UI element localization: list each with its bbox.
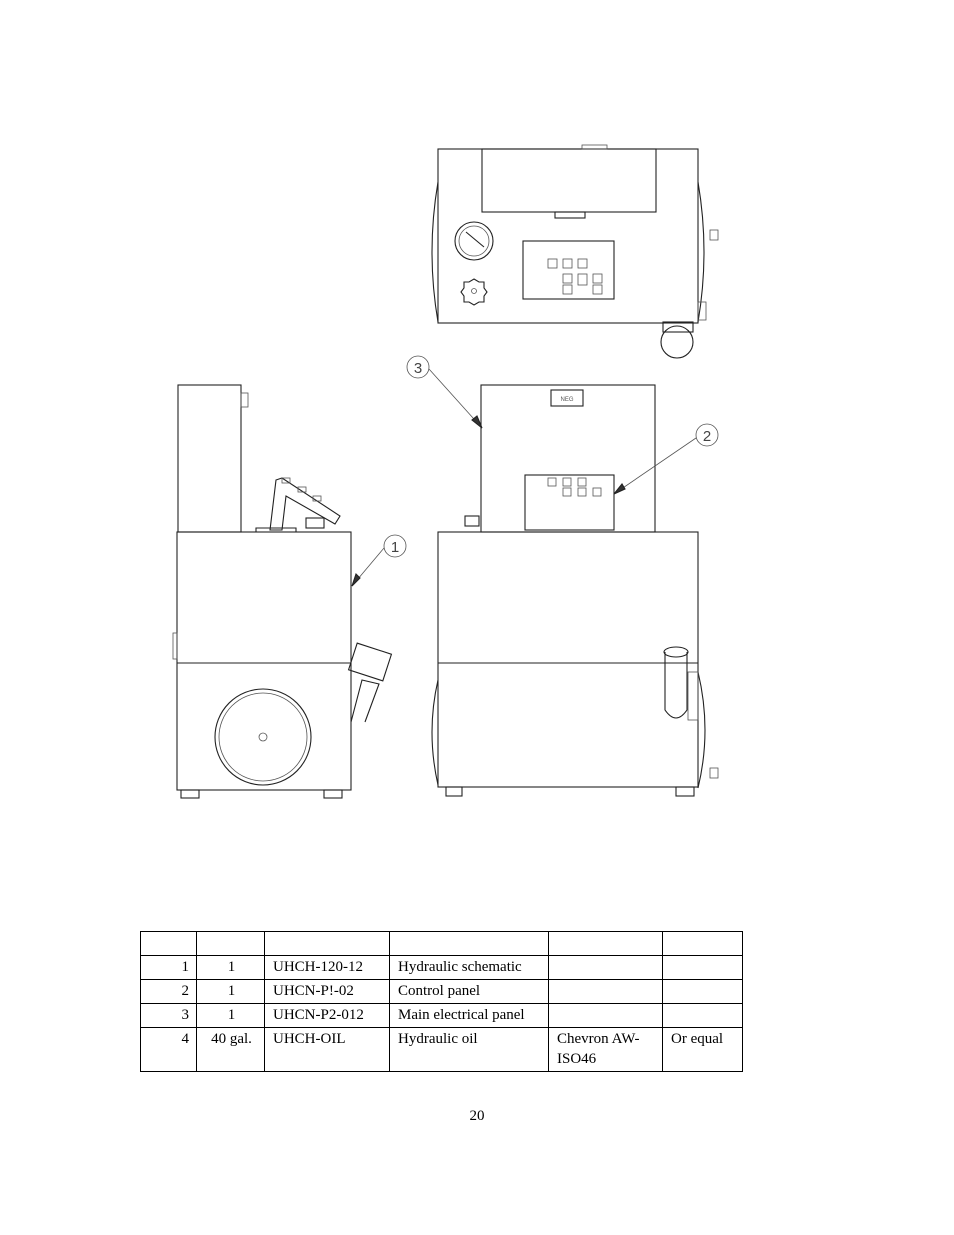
table-header-cell xyxy=(264,931,390,956)
filter-icon xyxy=(663,646,699,721)
note-cell xyxy=(662,955,743,980)
table-header-cell xyxy=(548,931,663,956)
description-cell: Main electrical panel xyxy=(389,1003,549,1028)
side-view xyxy=(172,384,393,799)
table-header-cell xyxy=(140,931,197,956)
table-header-row xyxy=(140,931,743,956)
description-cell: Hydraulic oil xyxy=(389,1027,549,1072)
callout-3: 3 xyxy=(406,355,483,429)
callout-1: 1 xyxy=(351,534,407,587)
table-row: 4 40 gal. UHCH-OIL Hydraulic oil Chevron… xyxy=(140,1027,743,1072)
qty-cell: 1 xyxy=(196,979,265,1004)
part-no-cell: UHCH-120-12 xyxy=(264,955,390,980)
table-header-cell xyxy=(389,931,549,956)
callout-2-label: 2 xyxy=(703,428,711,445)
note-cell: Or equal xyxy=(662,1027,743,1072)
pressure-gauge-icon xyxy=(454,221,494,261)
technical-drawing: NEG 1 2 xyxy=(172,144,719,799)
item-cell: 2 xyxy=(140,979,197,1004)
table-header-cell xyxy=(196,931,265,956)
qty-cell: 1 xyxy=(196,1003,265,1028)
callout-1-label: 1 xyxy=(391,539,399,556)
control-panel-top xyxy=(522,240,615,300)
part-no-cell: UHCN-P!-02 xyxy=(264,979,390,1004)
note-cell xyxy=(662,979,743,1004)
item-cell: 4 xyxy=(140,1027,197,1072)
parts-table: 1 1 UHCH-120-12 Hydraulic schematic 2 1 … xyxy=(140,931,743,1072)
table-row: 3 1 UHCN-P2-012 Main electrical panel xyxy=(140,1003,743,1028)
manufacturer-cell xyxy=(548,955,663,980)
manufacturer-cell xyxy=(548,1003,663,1028)
item-cell: 1 xyxy=(140,955,197,980)
description-cell: Control panel xyxy=(389,979,549,1004)
page-number: 20 xyxy=(469,1108,485,1124)
valve-knob-icon xyxy=(460,278,488,306)
table-row: 1 1 UHCH-120-12 Hydraulic schematic xyxy=(140,955,743,980)
qty-cell: 1 xyxy=(196,955,265,980)
note-cell xyxy=(662,1003,743,1028)
manufacturer-cell: Chevron AW-ISO46 xyxy=(548,1027,663,1072)
callout-2: 2 xyxy=(613,423,719,495)
callout-3-label: 3 xyxy=(414,360,422,377)
part-no-cell: UHCN-P2-012 xyxy=(264,1003,390,1028)
drawing-svg: NEG 1 2 xyxy=(172,144,719,799)
qty-cell: 40 gal. xyxy=(196,1027,265,1072)
description-cell: Hydraulic schematic xyxy=(389,955,549,980)
gauge-label: NEG xyxy=(560,397,573,403)
item-cell: 3 xyxy=(140,1003,197,1028)
front-view: NEG xyxy=(431,384,719,797)
table-row: 2 1 UHCN-P!-02 Control panel xyxy=(140,979,743,1004)
manufacturer-cell xyxy=(548,979,663,1004)
part-no-cell: UHCH-OIL xyxy=(264,1027,390,1072)
table-header-cell xyxy=(662,931,743,956)
top-view xyxy=(431,144,719,359)
